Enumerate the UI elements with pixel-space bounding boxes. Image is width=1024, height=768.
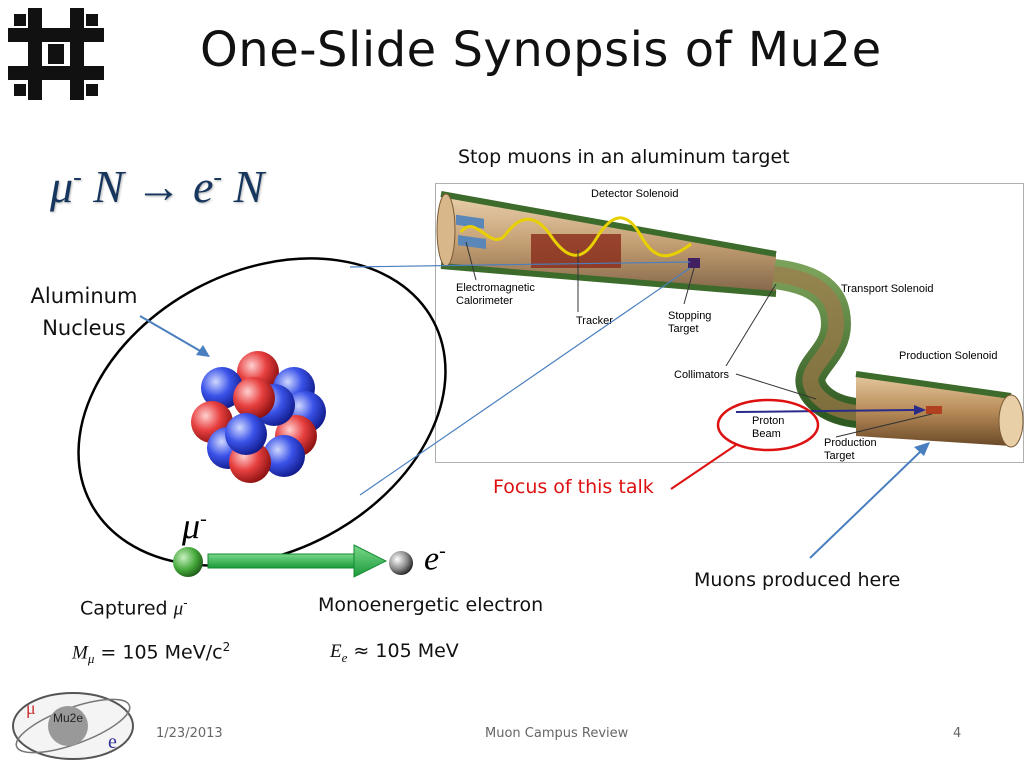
stop-muons-label: Stop muons in an aluminum target	[458, 146, 790, 168]
calorimeter-label-1: Electromagnetic	[456, 282, 535, 294]
electron-energy-equation: Ee ≈ 105 MeV	[330, 640, 459, 666]
muon-particle	[173, 547, 203, 577]
mu2e-apparatus-diagram: Detector Solenoid Electromagnetic Calori…	[435, 183, 1024, 463]
energy-subscript: e	[341, 649, 348, 665]
nucleus-symbol-2: N	[233, 161, 265, 212]
transport-solenoid-label: Transport Solenoid	[841, 283, 934, 295]
production-target-label-2: Target	[824, 450, 855, 462]
mass-value: = 105 MeV/c	[94, 641, 223, 664]
electron-charge: -	[213, 162, 223, 192]
decay-arrow	[207, 544, 388, 578]
mass-exponent: 2	[222, 640, 231, 654]
fermilab-logo	[8, 8, 104, 100]
proton-beam-label-1: Proton	[752, 415, 784, 427]
mu2e-logo-text: Mu2e	[53, 711, 83, 725]
page-number: 4	[953, 726, 962, 741]
aluminum-nucleus-label: Aluminum Nucleus	[14, 280, 154, 344]
aluminum-nucleus	[191, 351, 326, 483]
mu2e-logo: Mu2e μ e	[12, 692, 134, 760]
captured-muon-label: Captured μ-	[80, 596, 188, 620]
arrow-symbol: →	[135, 161, 182, 212]
captured-text: Captured	[80, 597, 168, 620]
mass-symbol: M	[72, 642, 88, 664]
production-solenoid-label: Production Solenoid	[899, 350, 997, 362]
detector-solenoid-label: Detector Solenoid	[591, 188, 678, 200]
apparatus-drawing: Detector Solenoid Electromagnetic Calori…	[436, 188, 1024, 462]
nucleus-label-line2: Nucleus	[42, 316, 126, 340]
muons-produced-label: Muons produced here	[694, 569, 901, 591]
captured-mu-symbol: μ	[173, 598, 184, 620]
captured-mu-charge: -	[183, 596, 188, 610]
zoom-line-bottom	[359, 267, 691, 496]
footer-date: 1/23/2013	[156, 726, 223, 741]
electron-symbol-label: e-	[424, 540, 446, 578]
focus-circle	[716, 398, 820, 452]
mu-charge: -	[73, 162, 82, 192]
slide-title: One-Slide Synopsis of Mu2e	[200, 22, 882, 78]
footer-title: Muon Campus Review	[485, 726, 629, 741]
electron-symbol: e	[192, 161, 214, 212]
monoenergetic-electron-label: Monoenergetic electron	[318, 594, 544, 616]
tracker-label: Tracker	[576, 315, 613, 327]
electron-symbol: e	[424, 540, 440, 578]
reaction-equation: μ- N → e- N	[50, 160, 264, 213]
mu2e-logo-e: e	[108, 731, 117, 753]
muon-symbol-label: μ-	[182, 505, 207, 547]
zoom-line-top	[349, 261, 691, 268]
collimators-label: Collimators	[674, 369, 730, 381]
proton-beam-label-2: Beam	[752, 428, 781, 440]
production-target-label-1: Production	[824, 437, 877, 449]
nucleus-symbol: N	[93, 161, 124, 212]
focus-of-talk-label: Focus of this talk	[493, 476, 654, 498]
energy-value: 105 MeV	[375, 640, 459, 662]
calorimeter-label-2: Calorimeter	[456, 295, 513, 307]
muon-orbit	[77, 257, 447, 567]
energy-symbol: E	[330, 641, 342, 662]
approx-symbol: ≈	[347, 640, 376, 662]
mu2e-logo-mu: μ	[26, 698, 36, 718]
muon-symbol: μ	[182, 506, 201, 546]
nucleus-pointer-arrow	[139, 315, 203, 353]
mass-subscript: μ	[87, 651, 95, 667]
electron-particle	[389, 551, 413, 575]
muon-mass-equation: Mμ = 105 MeV/c2	[72, 640, 230, 667]
stopping-target-label-2: Target	[668, 323, 699, 335]
muons-produced-arrow	[809, 451, 921, 559]
electron-symbol-charge: -	[439, 540, 446, 562]
stopping-target-label-1: Stopping	[668, 310, 711, 322]
mu-symbol: μ	[50, 161, 74, 212]
nucleus-label-line1: Aluminum	[30, 284, 138, 308]
muon-symbol-charge: -	[200, 508, 207, 530]
